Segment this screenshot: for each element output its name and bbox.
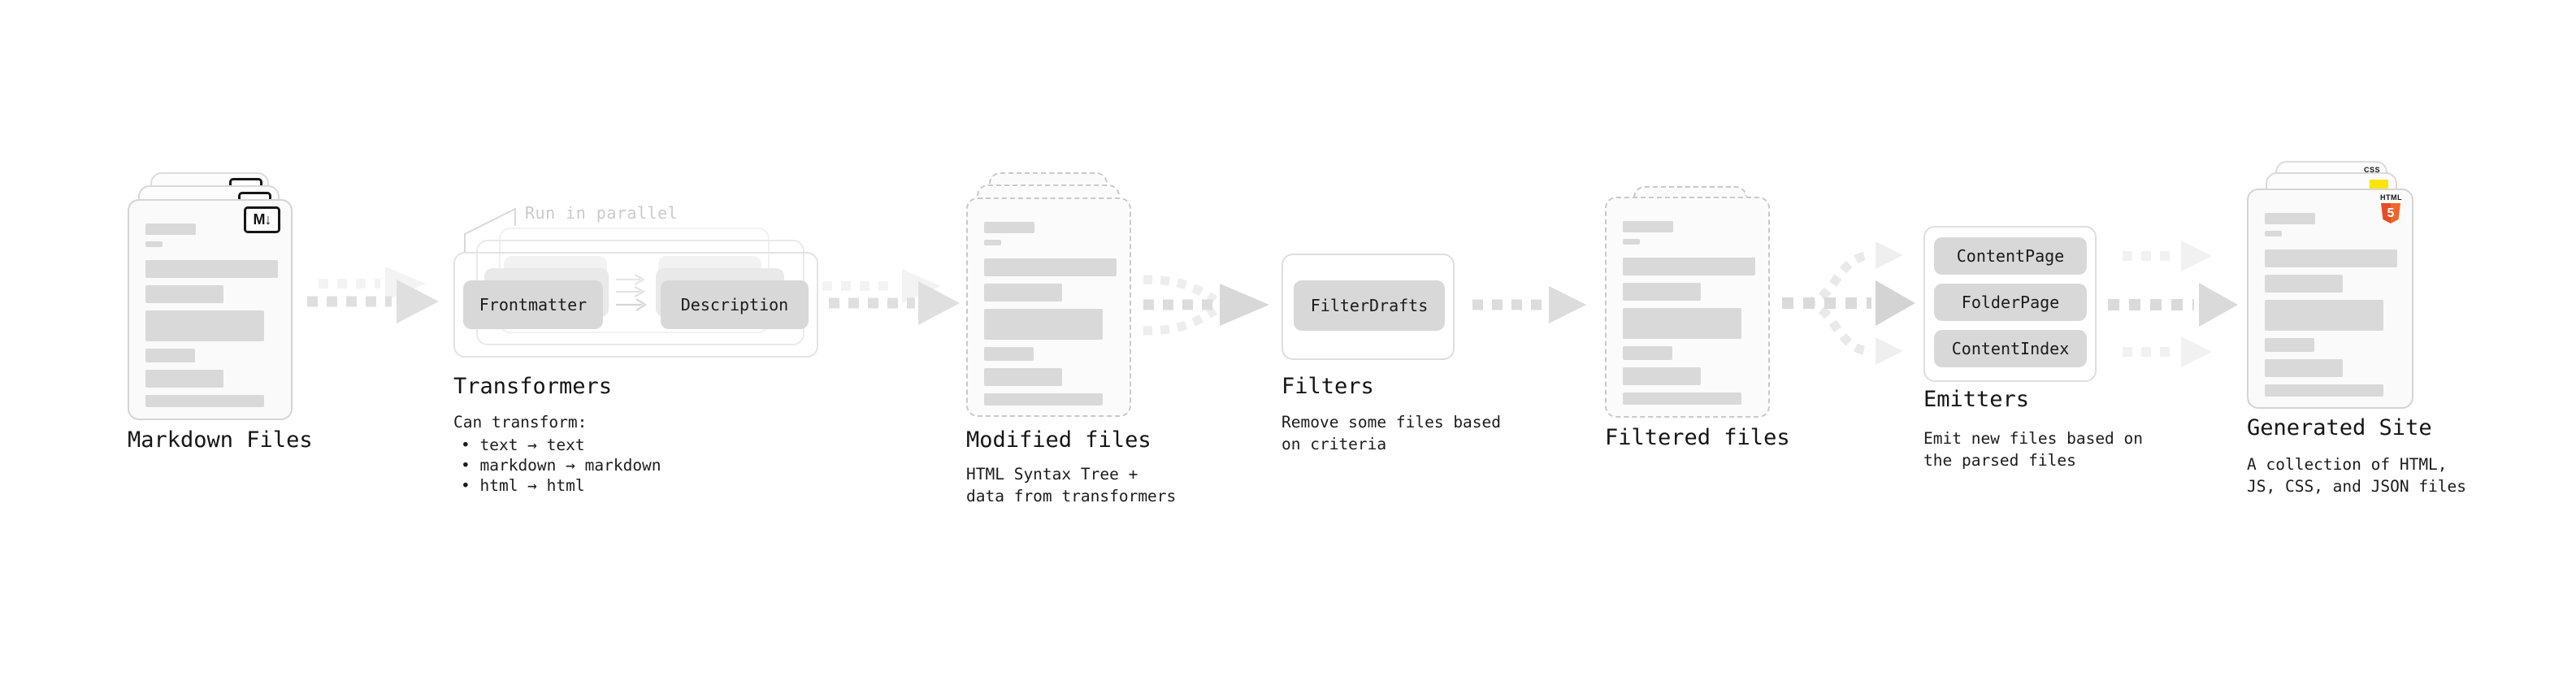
skeleton-line [984,258,1117,276]
skeleton-line [1623,221,1673,232]
desc-line: JS, CSS, and JSON files [2247,477,2467,496]
node-label-generated-site: Generated Site [2247,415,2432,440]
transformers-desc-title: Can transform: [453,413,588,432]
node-label-transformers: Transformers [453,374,613,399]
node-label-filters: Filters [1281,374,1374,399]
html5-icon-number: 5 [2387,206,2395,220]
skeleton-line [1623,258,1755,275]
skeleton-line [984,393,1103,406]
skeleton-line [145,349,195,362]
skeleton-line [1623,308,1741,339]
skeleton-line [2265,338,2314,352]
node-label-modified-files: Modified files [966,427,1151,453]
transformer-layer-front [453,252,818,358]
bullet-item: • html → html [461,476,585,495]
filters-desc: Remove some files based on criteria [1281,411,1501,455]
skeleton-line [1623,346,1672,360]
skeleton-line [984,222,1034,233]
skeleton-line [145,241,163,247]
skeleton-line [984,368,1062,386]
skeleton-line [2265,249,2397,267]
markdown-icon: M↓ [244,206,280,233]
arrow-filters-to-filtered [1472,286,1586,323]
arrow-markdown-to-transformers [307,267,439,323]
generated-card-html: HTML 5 [2247,189,2413,409]
skeleton-line [1623,367,1701,385]
skeleton-line [2265,300,2383,331]
filterdrafts-chip: FilterDrafts [1294,280,1445,331]
folderpage-chip: FolderPage [1934,284,2087,321]
skeleton-line [984,284,1062,301]
contentindex-chip: ContentIndex [1934,330,2087,367]
modified-files-desc: HTML Syntax Tree + data from transformer… [966,463,1176,507]
skeleton-line [145,370,223,388]
skeleton-line [145,260,278,278]
contentpage-chip: ContentPage [1934,237,2087,275]
node-label-filtered-files: Filtered files [1605,425,1790,450]
html5-icon: HTML 5 [2380,193,2402,223]
desc-line: on criteria [1281,435,1387,453]
node-label-markdown-files: Markdown Files [128,427,313,453]
skeleton-line [2265,359,2343,377]
node-label-emitters: Emitters [1923,387,2030,412]
filters-box [1281,254,1455,360]
arrow-transformers-to-modified [822,269,960,325]
run-in-parallel-annotation: Run in parallel [525,203,679,223]
skeleton-line [1623,239,1640,245]
bullet-item: • markdown → markdown [461,456,661,475]
html5-icon-label: HTML [2380,193,2402,202]
skeleton-line [145,395,264,407]
desc-line: HTML Syntax Tree + [966,465,1138,484]
emitters-desc: Emit new files based on the parsed files [1923,427,2143,471]
modified-file-card-front [966,197,1131,417]
arrow-modified-to-filters-merge [1143,275,1269,336]
arrow-emitters-to-generated [2108,241,2238,367]
emitters-box [1923,226,2097,382]
skeleton-line [984,347,1034,361]
skeleton-line [145,223,196,235]
js-icon [2370,180,2388,189]
skeleton-line [1623,393,1741,405]
css-icon-label: CSS [2363,166,2380,174]
arrow-filtered-to-emitters-fanout [1782,241,1915,365]
desc-line: A collection of HTML, [2247,455,2448,474]
desc-line: Remove some files based [1281,413,1502,432]
bullet-item: • text → text [461,436,585,454]
desc-line: the parsed files [1923,451,2076,470]
skeleton-line [2265,213,2315,224]
skeleton-line [1623,283,1701,301]
html5-icon-shield: 5 [2381,203,2400,223]
desc-line: Emit new files based on [1923,429,2144,448]
skeleton-line [984,240,1001,245]
skeleton-line [145,285,223,303]
skeleton-line [984,309,1103,340]
generated-site-desc: A collection of HTML, JS, CSS, and JSON … [2247,453,2466,497]
markdown-file-card-front: M↓ [128,199,293,420]
skeleton-line [2265,231,2282,236]
filtered-file-card-front [1605,197,1770,418]
desc-line: data from transformers [966,487,1177,505]
skeleton-line [145,310,264,341]
frontmatter-chip: Frontmatter [463,280,603,329]
skeleton-line [2265,384,2383,397]
transformers-bullet-list: • text → text • markdown → markdown • ht… [461,435,661,496]
description-chip: Description [661,280,809,329]
skeleton-line [2265,275,2343,293]
